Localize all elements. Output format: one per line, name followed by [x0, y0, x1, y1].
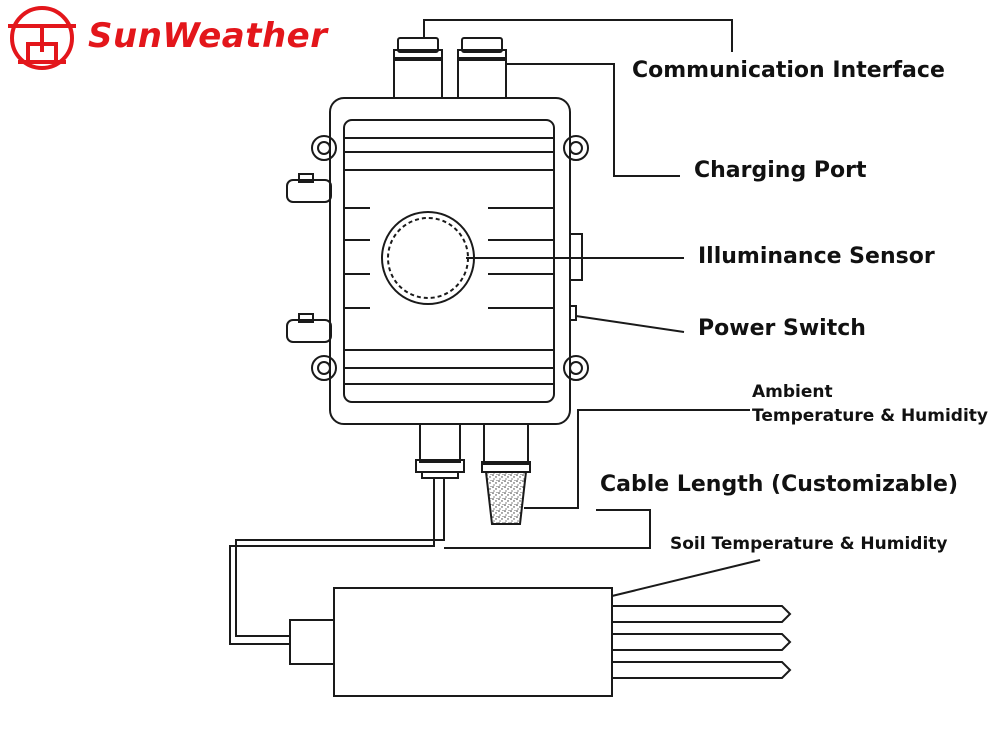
enclosure — [311, 97, 589, 425]
charging-connector — [457, 37, 507, 99]
label-charging-port: Charging Port — [694, 158, 867, 183]
label-ambient-temp-humidity: Temperature & Humidity — [752, 406, 989, 426]
label-ambient: Ambient — [752, 382, 833, 402]
left-clip-bottom — [286, 313, 332, 343]
communication-connector — [393, 37, 443, 99]
sunweather-logo-icon — [8, 6, 76, 70]
label-cable-length: Cable Length (Customizable) — [600, 472, 959, 497]
label-power-switch: Power Switch — [698, 316, 866, 341]
brand-name: SunWeather — [88, 16, 328, 56]
leader-lines — [423, 19, 761, 597]
sensor-cable — [229, 478, 445, 645]
illuminance-sensor-dome — [381, 211, 475, 305]
soil-probe — [289, 587, 792, 697]
label-soil-temp-humidity: Soil Temperature & Humidity — [670, 534, 948, 554]
label-communication-interface: Communication Interface — [632, 58, 945, 83]
left-clip-top — [286, 173, 332, 203]
soil-cable-connector — [415, 423, 465, 479]
label-illuminance-sensor: Illuminance Sensor — [698, 244, 935, 269]
ambient-probe — [481, 423, 531, 525]
